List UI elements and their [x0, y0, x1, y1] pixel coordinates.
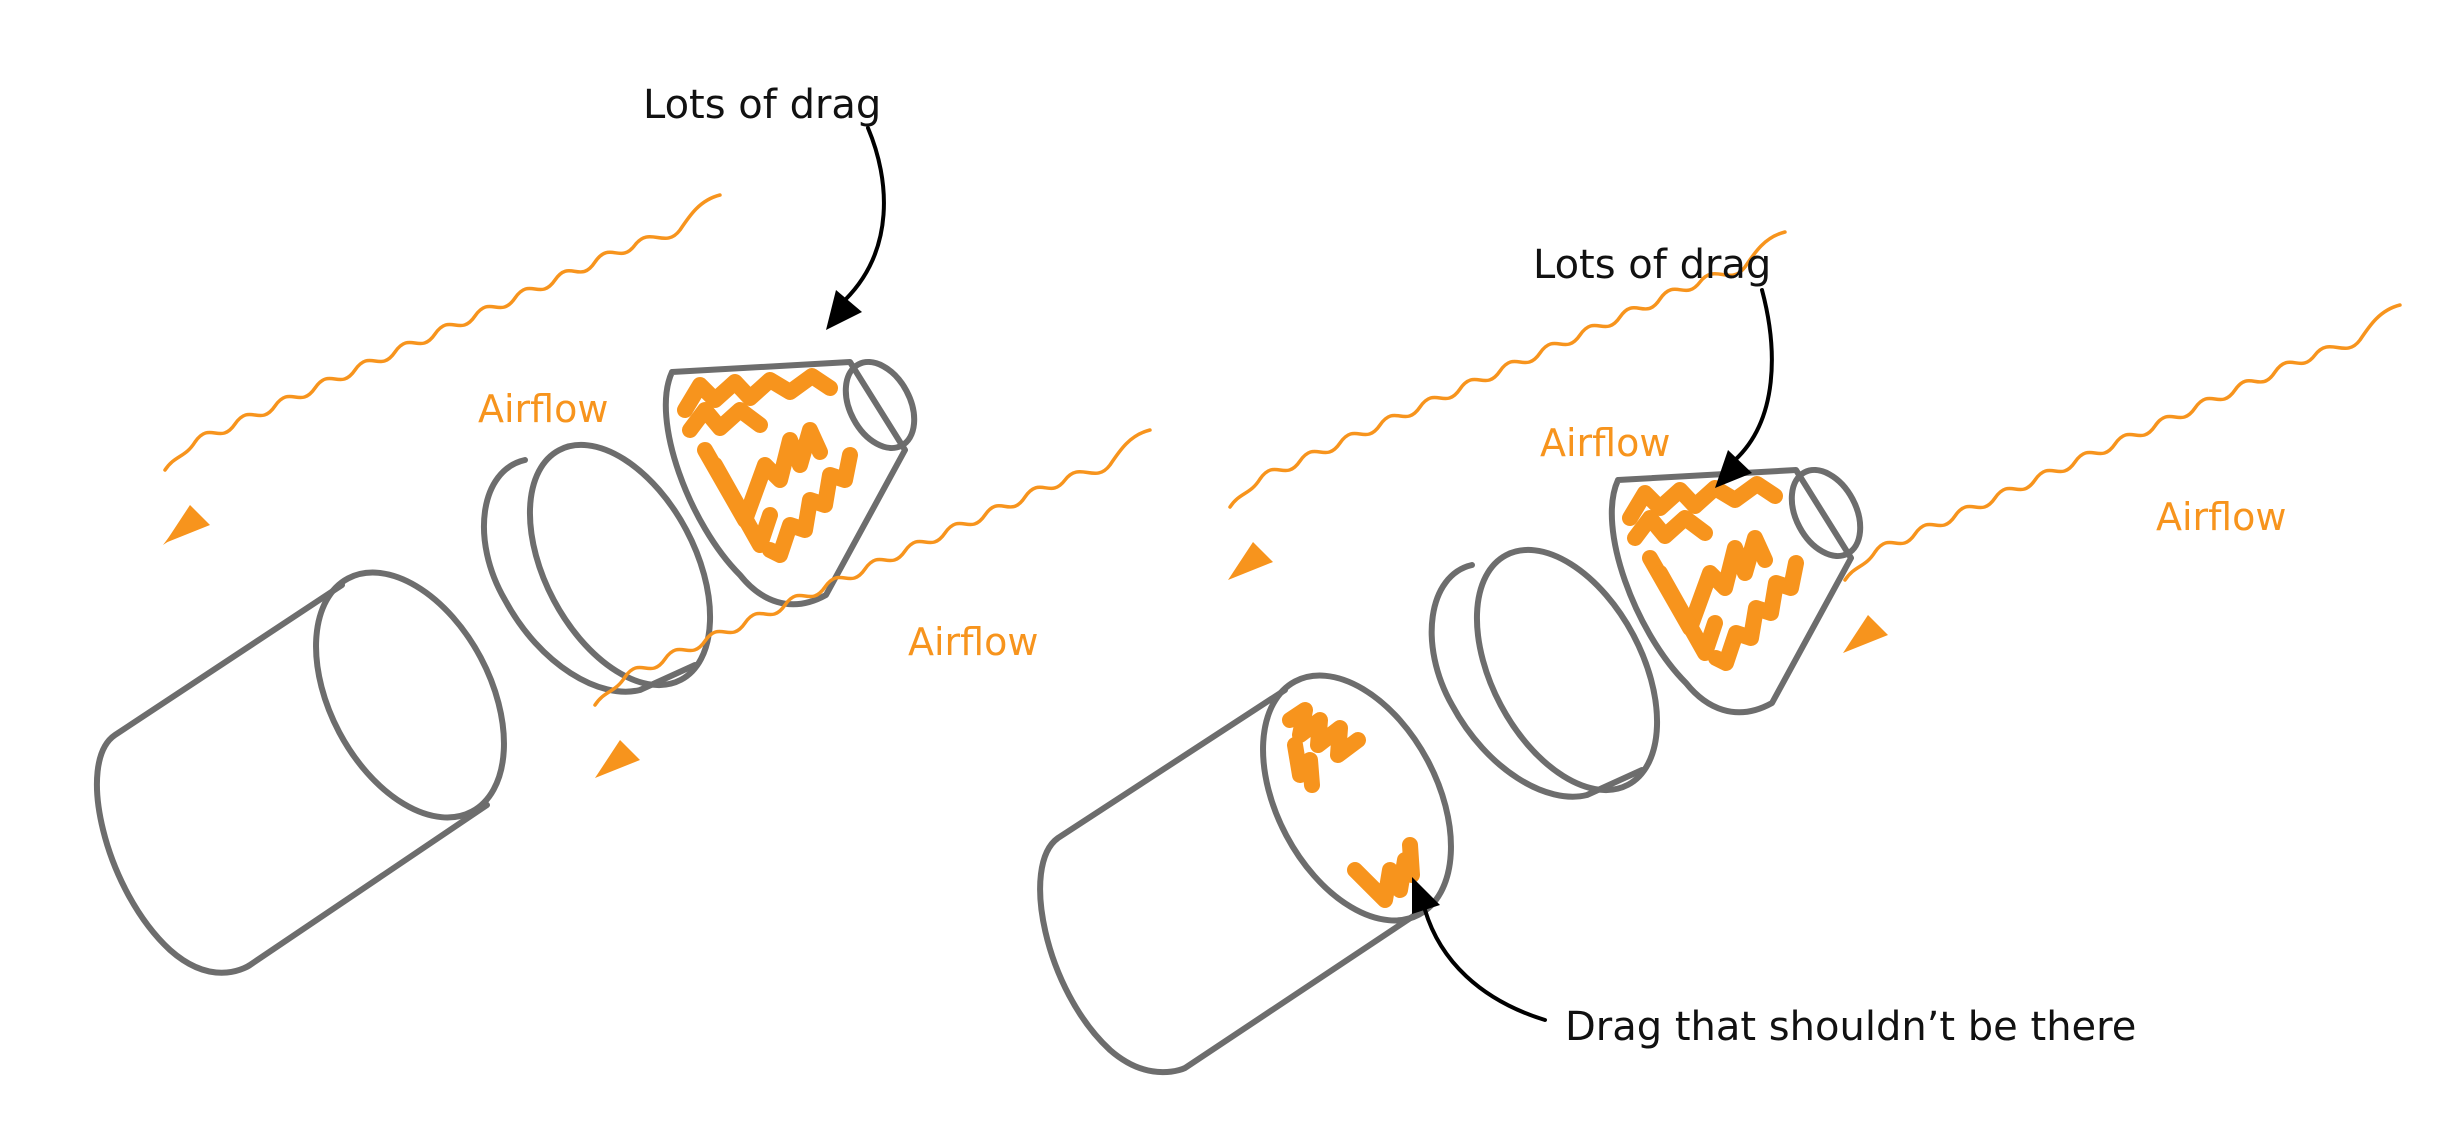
right-middle-disc [1428, 546, 1661, 800]
left-airflow-label-top: Airflow [478, 387, 608, 431]
left-rear-cylinder [93, 569, 507, 976]
left-diagram: Airflow Airflow Lots of drag [93, 82, 1152, 976]
right-rear-cylinder [1037, 672, 1454, 1076]
unwanted-drag-pointer [1412, 877, 1547, 1022]
airflow-arrowhead [1228, 542, 1273, 580]
left-airflow-bottom [593, 428, 1152, 778]
right-airflow-label-right: Airflow [2156, 495, 2286, 539]
unwanted-drag-label: Drag that shouldn’t be there [1565, 1004, 2136, 1050]
left-airflow-top [163, 193, 722, 545]
wave-line [1843, 303, 2402, 582]
airflow-arrowhead [595, 740, 640, 778]
right-drag-pointer [1715, 288, 1774, 488]
right-drag-label: Lots of drag [1533, 242, 1771, 288]
right-cone-drag-scribble [1622, 476, 1804, 671]
right-diagram: Airflow Airflow Lots of drag Drag that s… [1037, 230, 2402, 1076]
wave-line [1228, 230, 1787, 509]
wave-line [593, 428, 1152, 707]
left-middle-disc [481, 441, 714, 695]
airflow-arrowhead-tip [165, 505, 210, 543]
right-airflow-right [1843, 303, 2402, 653]
left-cone-drag-scribble [677, 368, 858, 563]
left-drag-pointer [826, 126, 886, 330]
left-nose-cone [662, 359, 918, 608]
right-nose-cone [1608, 467, 1864, 716]
left-drag-label: Lots of drag [643, 82, 881, 128]
right-airflow-left [1228, 230, 1787, 580]
left-airflow-label-bottom: Airflow [908, 620, 1038, 664]
airflow-arrowhead [1843, 615, 1888, 653]
wave-line [163, 193, 722, 472]
right-airflow-label-left: Airflow [1540, 421, 1670, 465]
right-cylinder-drag-scribble [1282, 702, 1420, 908]
